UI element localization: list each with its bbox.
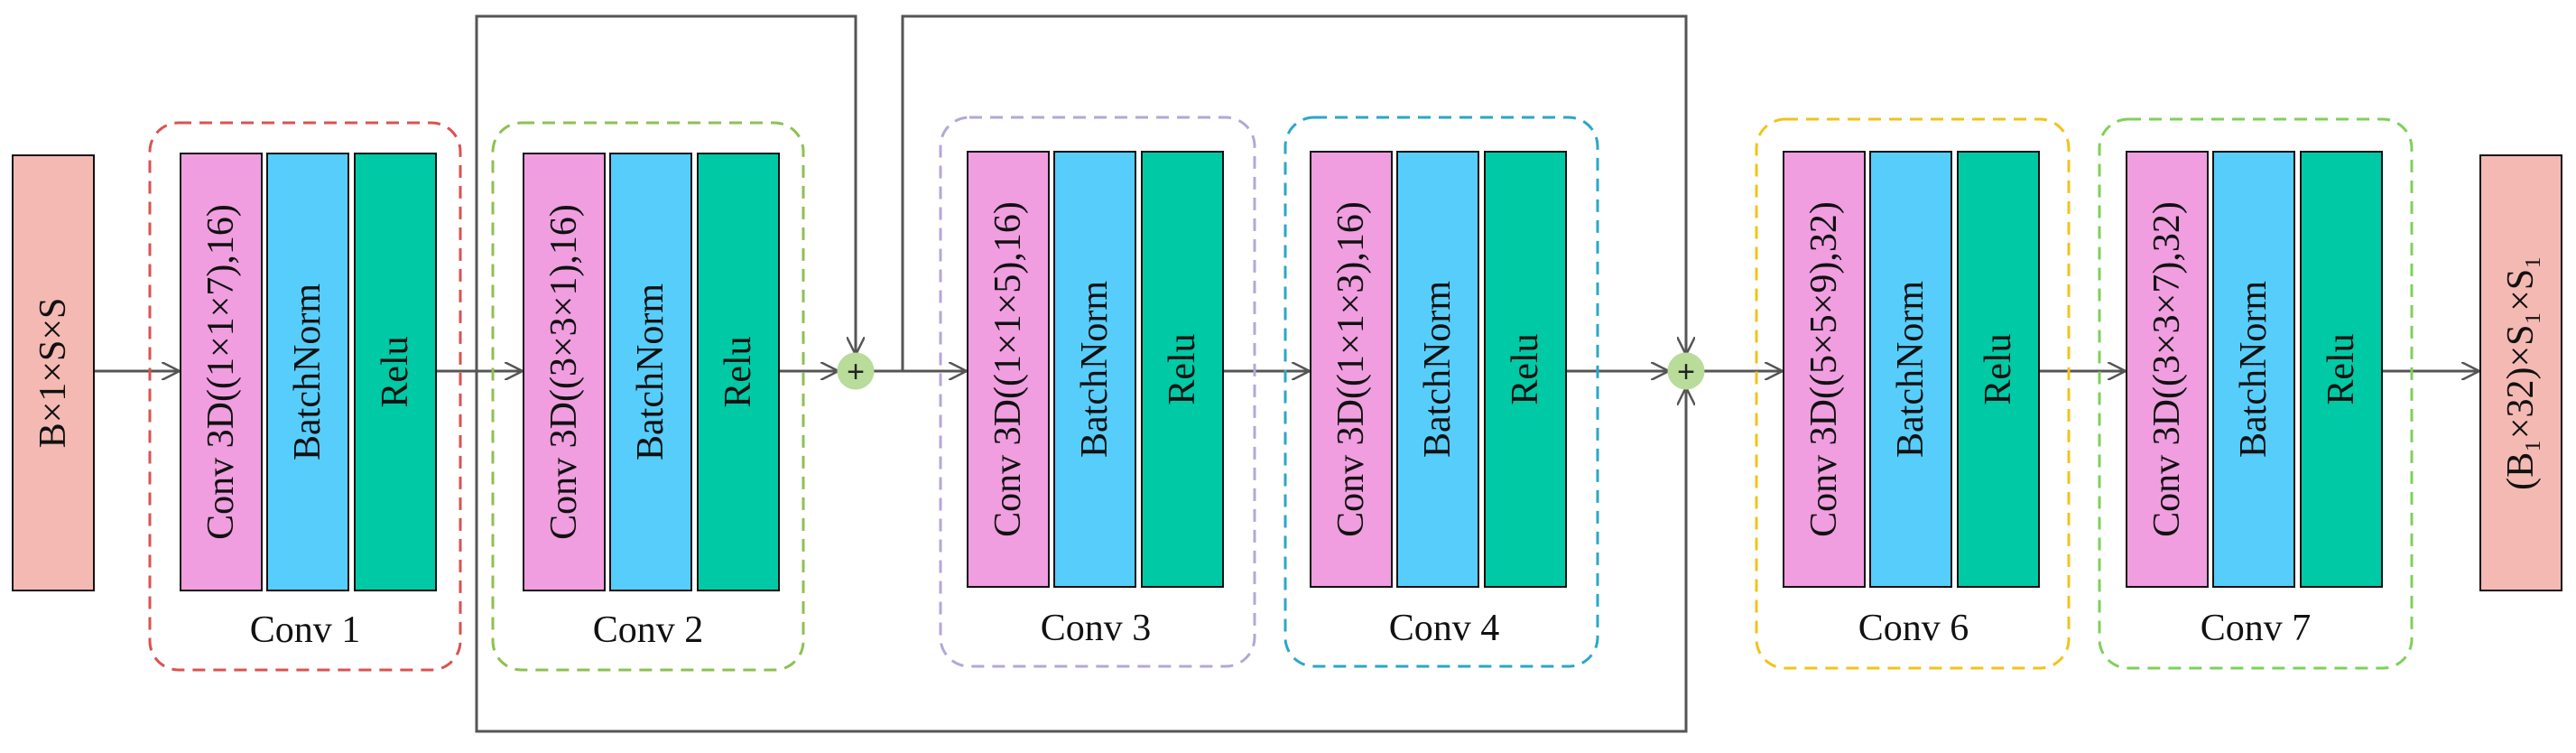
conv-group-3-label: Conv 3	[1041, 608, 1152, 649]
conv-layer-4-label: Conv 3D((1×1×3),16)	[1330, 201, 1372, 537]
conv-layer-7	[2126, 151, 2209, 588]
relu-layer-6	[1957, 151, 2040, 588]
conv-layer-6	[1783, 151, 1866, 588]
adder-1: +	[837, 352, 875, 390]
conv-group-1-border	[148, 121, 462, 672]
relu-layer-7	[2300, 151, 2383, 588]
relu-layer-1	[354, 153, 437, 591]
relu-layer-7-label: Relu	[2321, 333, 2362, 404]
batchnorm-layer-1	[266, 153, 349, 591]
relu-layer-6-label: Relu	[1978, 333, 2019, 404]
conv-group-4-label: Conv 4	[1389, 608, 1500, 649]
skip-connection-1	[475, 14, 856, 370]
conv-group-1-label: Conv 1	[250, 609, 361, 651]
conv-group-7: Conv 3D((3×3×7),32) BatchNorm Relu Conv …	[2098, 117, 2414, 670]
conv-group-2: Conv 3D((3×3×1),16) BatchNorm Relu Conv …	[491, 121, 805, 672]
conv-layer-1-label: Conv 3D((1×1×7),16)	[200, 204, 242, 540]
relu-layer-4	[1484, 151, 1567, 588]
relu-layer-1-label: Relu	[375, 336, 416, 407]
conv-group-2-border	[491, 121, 805, 672]
input-block-rect	[12, 154, 95, 591]
conv-group-3: Conv 3D((1×1×5),16) BatchNorm Relu Conv …	[939, 116, 1256, 668]
batchnorm-layer-3-label: BatchNorm	[1074, 281, 1116, 458]
output-block-label: (B₁×32)×S₁×S₁	[2500, 256, 2542, 490]
conv-group-4-border	[1283, 116, 1599, 668]
skip-connection-3	[475, 370, 1686, 733]
batchnorm-layer-4	[1396, 151, 1479, 588]
conv-group-3-border	[939, 116, 1256, 668]
output-block-rect	[2479, 154, 2562, 591]
output-block: (B₁×32)×S₁×S₁	[2479, 154, 2562, 591]
adder-2-circle	[1667, 352, 1705, 390]
conv-layer-7-label: Conv 3D((3×3×7),32)	[2146, 201, 2188, 537]
input-block-label: B×1×S×S	[32, 298, 74, 449]
conv-group-2-label: Conv 2	[593, 609, 704, 651]
conv-layer-1	[180, 153, 263, 591]
conv-layer-6-label: Conv 3D((5×5×9),32)	[1803, 201, 1845, 537]
batchnorm-layer-2	[609, 153, 692, 591]
conv-layer-4	[1310, 151, 1393, 588]
relu-layer-4-label: Relu	[1505, 333, 1546, 404]
relu-layer-2	[697, 153, 780, 591]
batchnorm-layer-2-label: BatchNorm	[630, 284, 672, 460]
relu-layer-3	[1141, 151, 1224, 588]
input-block: B×1×S×S	[12, 154, 95, 591]
adder-1-circle	[837, 352, 875, 390]
conv-layer-2	[523, 153, 606, 591]
batchnorm-layer-1-label: BatchNorm	[287, 284, 329, 460]
adder-1-symbol: +	[847, 355, 865, 389]
batchnorm-layer-6	[1869, 151, 1952, 588]
skip-connections	[475, 14, 1686, 733]
conv-group-1: Conv 3D((1×1×7),16) BatchNorm Relu Conv …	[148, 121, 462, 672]
conv-group-7-label: Conv 7	[2201, 608, 2312, 649]
batchnorm-layer-4-label: BatchNorm	[1417, 281, 1459, 458]
conv-group-7-border	[2098, 117, 2414, 670]
conv-layer-3-label: Conv 3D((1×1×5),16)	[987, 201, 1029, 537]
conv-group-6-border	[1755, 117, 2071, 670]
conv-layer-3	[967, 151, 1050, 588]
batchnorm-layer-7	[2212, 151, 2295, 588]
batchnorm-layer-7-label: BatchNorm	[2233, 281, 2275, 458]
adder-2: +	[1667, 352, 1705, 390]
adder-2-symbol: +	[1677, 355, 1695, 389]
conv-layer-2-label: Conv 3D((3×3×1),16)	[543, 204, 585, 540]
conv-group-6: Conv 3D((5×5×9),32) BatchNorm Relu Conv …	[1755, 117, 2071, 670]
relu-layer-3-label: Relu	[1162, 333, 1203, 404]
conv-group-4: Conv 3D((1×1×3),16) BatchNorm Relu Conv …	[1283, 116, 1599, 668]
skip-connection-2	[901, 14, 1686, 370]
batchnorm-layer-6-label: BatchNorm	[1890, 281, 1932, 458]
conv-group-6-label: Conv 6	[1858, 608, 1969, 649]
batchnorm-layer-3	[1053, 151, 1136, 588]
relu-layer-2-label: Relu	[718, 336, 759, 407]
